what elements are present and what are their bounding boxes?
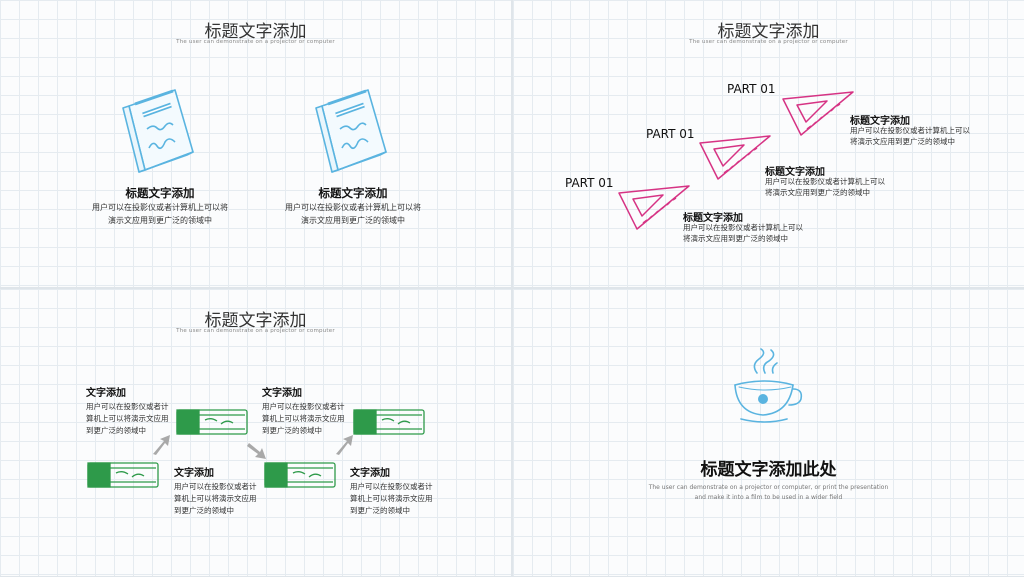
main-body-line: The user can demonstrate on a projector … <box>648 484 889 491</box>
block-body-line: 算机上可以将演示文应用 <box>262 414 345 423</box>
ruler-triangle-icon <box>782 91 854 136</box>
block-body-line: 到更广泛的领域中 <box>350 506 410 515</box>
notebook-icon <box>315 89 387 173</box>
item-body-line: 用户可以在投影仪或者计算机上可以将 <box>92 203 228 212</box>
step-body: 用户可以在投影仪或者计算机上可以 将演示文应用到更广泛的领域中 <box>850 125 970 147</box>
block-body-line: 算机上可以将演示文应用 <box>350 494 433 503</box>
slide-title: 标题文字添加 <box>204 311 307 331</box>
main-body: The user can demonstrate on a projector … <box>513 483 1024 502</box>
block-body-line: 用户可以在投影仪或者计 <box>174 482 257 491</box>
step-heading: 标题文字添加 <box>683 213 743 224</box>
item-body-line: 用户可以在投影仪或者计算机上可以将 <box>285 203 421 212</box>
text-block: 文字添加 用户可以在投影仪或者计 算机上可以将演示文应用 到更广泛的领域中 <box>350 464 433 517</box>
step-body-line: 将演示文应用到更广泛的领域中 <box>765 188 870 197</box>
slide-subtitle: The user can demonstrate on a projector … <box>176 328 335 334</box>
item-body: 用户可以在投影仪或者计算机上可以将 演示文应用到更广泛的领域中 <box>253 202 453 227</box>
item-body-line: 演示文应用到更广泛的领域中 <box>108 215 212 225</box>
block-body: 用户可以在投影仪或者计 算机上可以将演示文应用 到更广泛的领域中 <box>350 481 433 517</box>
main-body-line: and make it into a film to be used in a … <box>694 493 843 501</box>
text-block: 文字添加 用户可以在投影仪或者计 算机上可以将演示文应用 到更广泛的领域中 <box>174 464 257 517</box>
marker-icon <box>353 409 425 435</box>
step-body-line: 将演示文应用到更广泛的领域中 <box>850 137 955 146</box>
part-label: PART 01 <box>565 176 614 190</box>
step-heading: 标题文字添加 <box>765 167 825 178</box>
block-body-line: 到更广泛的领域中 <box>86 426 146 435</box>
ruler-triangle-icon <box>699 135 771 180</box>
block-body-line: 算机上可以将演示文应用 <box>86 414 169 423</box>
ruler-triangle-icon <box>618 185 690 230</box>
slide-2: 标题文字添加 The user can demonstrate on a pro… <box>513 0 1024 287</box>
arrow-down-right-icon <box>247 443 266 459</box>
marker-icon <box>264 462 336 488</box>
slide-subtitle: The user can demonstrate on a projector … <box>689 39 848 45</box>
step-body-line: 用户可以在投影仪或者计算机上可以 <box>850 126 970 135</box>
item-body: 用户可以在投影仪或者计算机上可以将 演示文应用到更广泛的领域中 <box>60 202 260 227</box>
text-block: 文字添加 用户可以在投影仪或者计 算机上可以将演示文应用 到更广泛的领域中 <box>86 384 169 437</box>
block-body-line: 算机上可以将演示文应用 <box>174 494 257 503</box>
block-body-line: 到更广泛的领域中 <box>174 506 234 515</box>
block-heading: 文字添加 <box>262 388 302 399</box>
block-heading: 文字添加 <box>174 468 214 479</box>
block-body: 用户可以在投影仪或者计 算机上可以将演示文应用 到更广泛的领域中 <box>174 481 257 517</box>
slide-4: 标题文字添加此处 The user can demonstrate on a p… <box>513 289 1024 576</box>
step-heading: 标题文字添加 <box>850 116 910 127</box>
step-body-line: 用户可以在投影仪或者计算机上可以 <box>765 177 885 186</box>
block-body-line: 用户可以在投影仪或者计 <box>86 402 169 411</box>
step-body-line: 用户可以在投影仪或者计算机上可以 <box>683 223 803 232</box>
notebook-icon <box>122 89 194 173</box>
slide-subtitle: The user can demonstrate on a projector … <box>176 39 335 45</box>
step-body: 用户可以在投影仪或者计算机上可以 将演示文应用到更广泛的领域中 <box>765 176 885 198</box>
slide-title: 标题文字添加 <box>717 22 820 42</box>
block-body: 用户可以在投影仪或者计 算机上可以将演示文应用 到更广泛的领域中 <box>86 401 169 437</box>
arrow-up-right-icon <box>153 435 170 455</box>
main-title: 标题文字添加此处 <box>700 460 837 480</box>
block-body-line: 用户可以在投影仪或者计 <box>262 402 345 411</box>
block-heading: 文字添加 <box>350 468 390 479</box>
slide-3: 标题文字添加 The user can demonstrate on a pro… <box>0 289 511 576</box>
text-block: 文字添加 用户可以在投影仪或者计 算机上可以将演示文应用 到更广泛的领域中 <box>262 384 345 437</box>
coffee-cup-icon <box>734 348 803 423</box>
item-heading: 标题文字添加 <box>125 186 195 200</box>
slide-1: 标题文字添加 The user can demonstrate on a pro… <box>0 0 511 287</box>
marker-icon <box>176 409 248 435</box>
block-body-line: 用户可以在投影仪或者计 <box>350 482 433 491</box>
item-body-line: 演示文应用到更广泛的领域中 <box>301 215 405 225</box>
block-heading: 文字添加 <box>86 388 126 399</box>
slide-title: 标题文字添加 <box>204 22 307 42</box>
step-body: 用户可以在投影仪或者计算机上可以 将演示文应用到更广泛的领域中 <box>683 222 803 244</box>
block-body: 用户可以在投影仪或者计 算机上可以将演示文应用 到更广泛的领域中 <box>262 401 345 437</box>
block-body-line: 到更广泛的领域中 <box>262 426 322 435</box>
part-label: PART 01 <box>646 127 695 141</box>
part-label: PART 01 <box>727 82 776 96</box>
step-body-line: 将演示文应用到更广泛的领域中 <box>683 234 788 243</box>
item-heading: 标题文字添加 <box>318 186 388 200</box>
arrow-up-right-icon <box>336 435 353 455</box>
marker-icon <box>87 462 159 488</box>
